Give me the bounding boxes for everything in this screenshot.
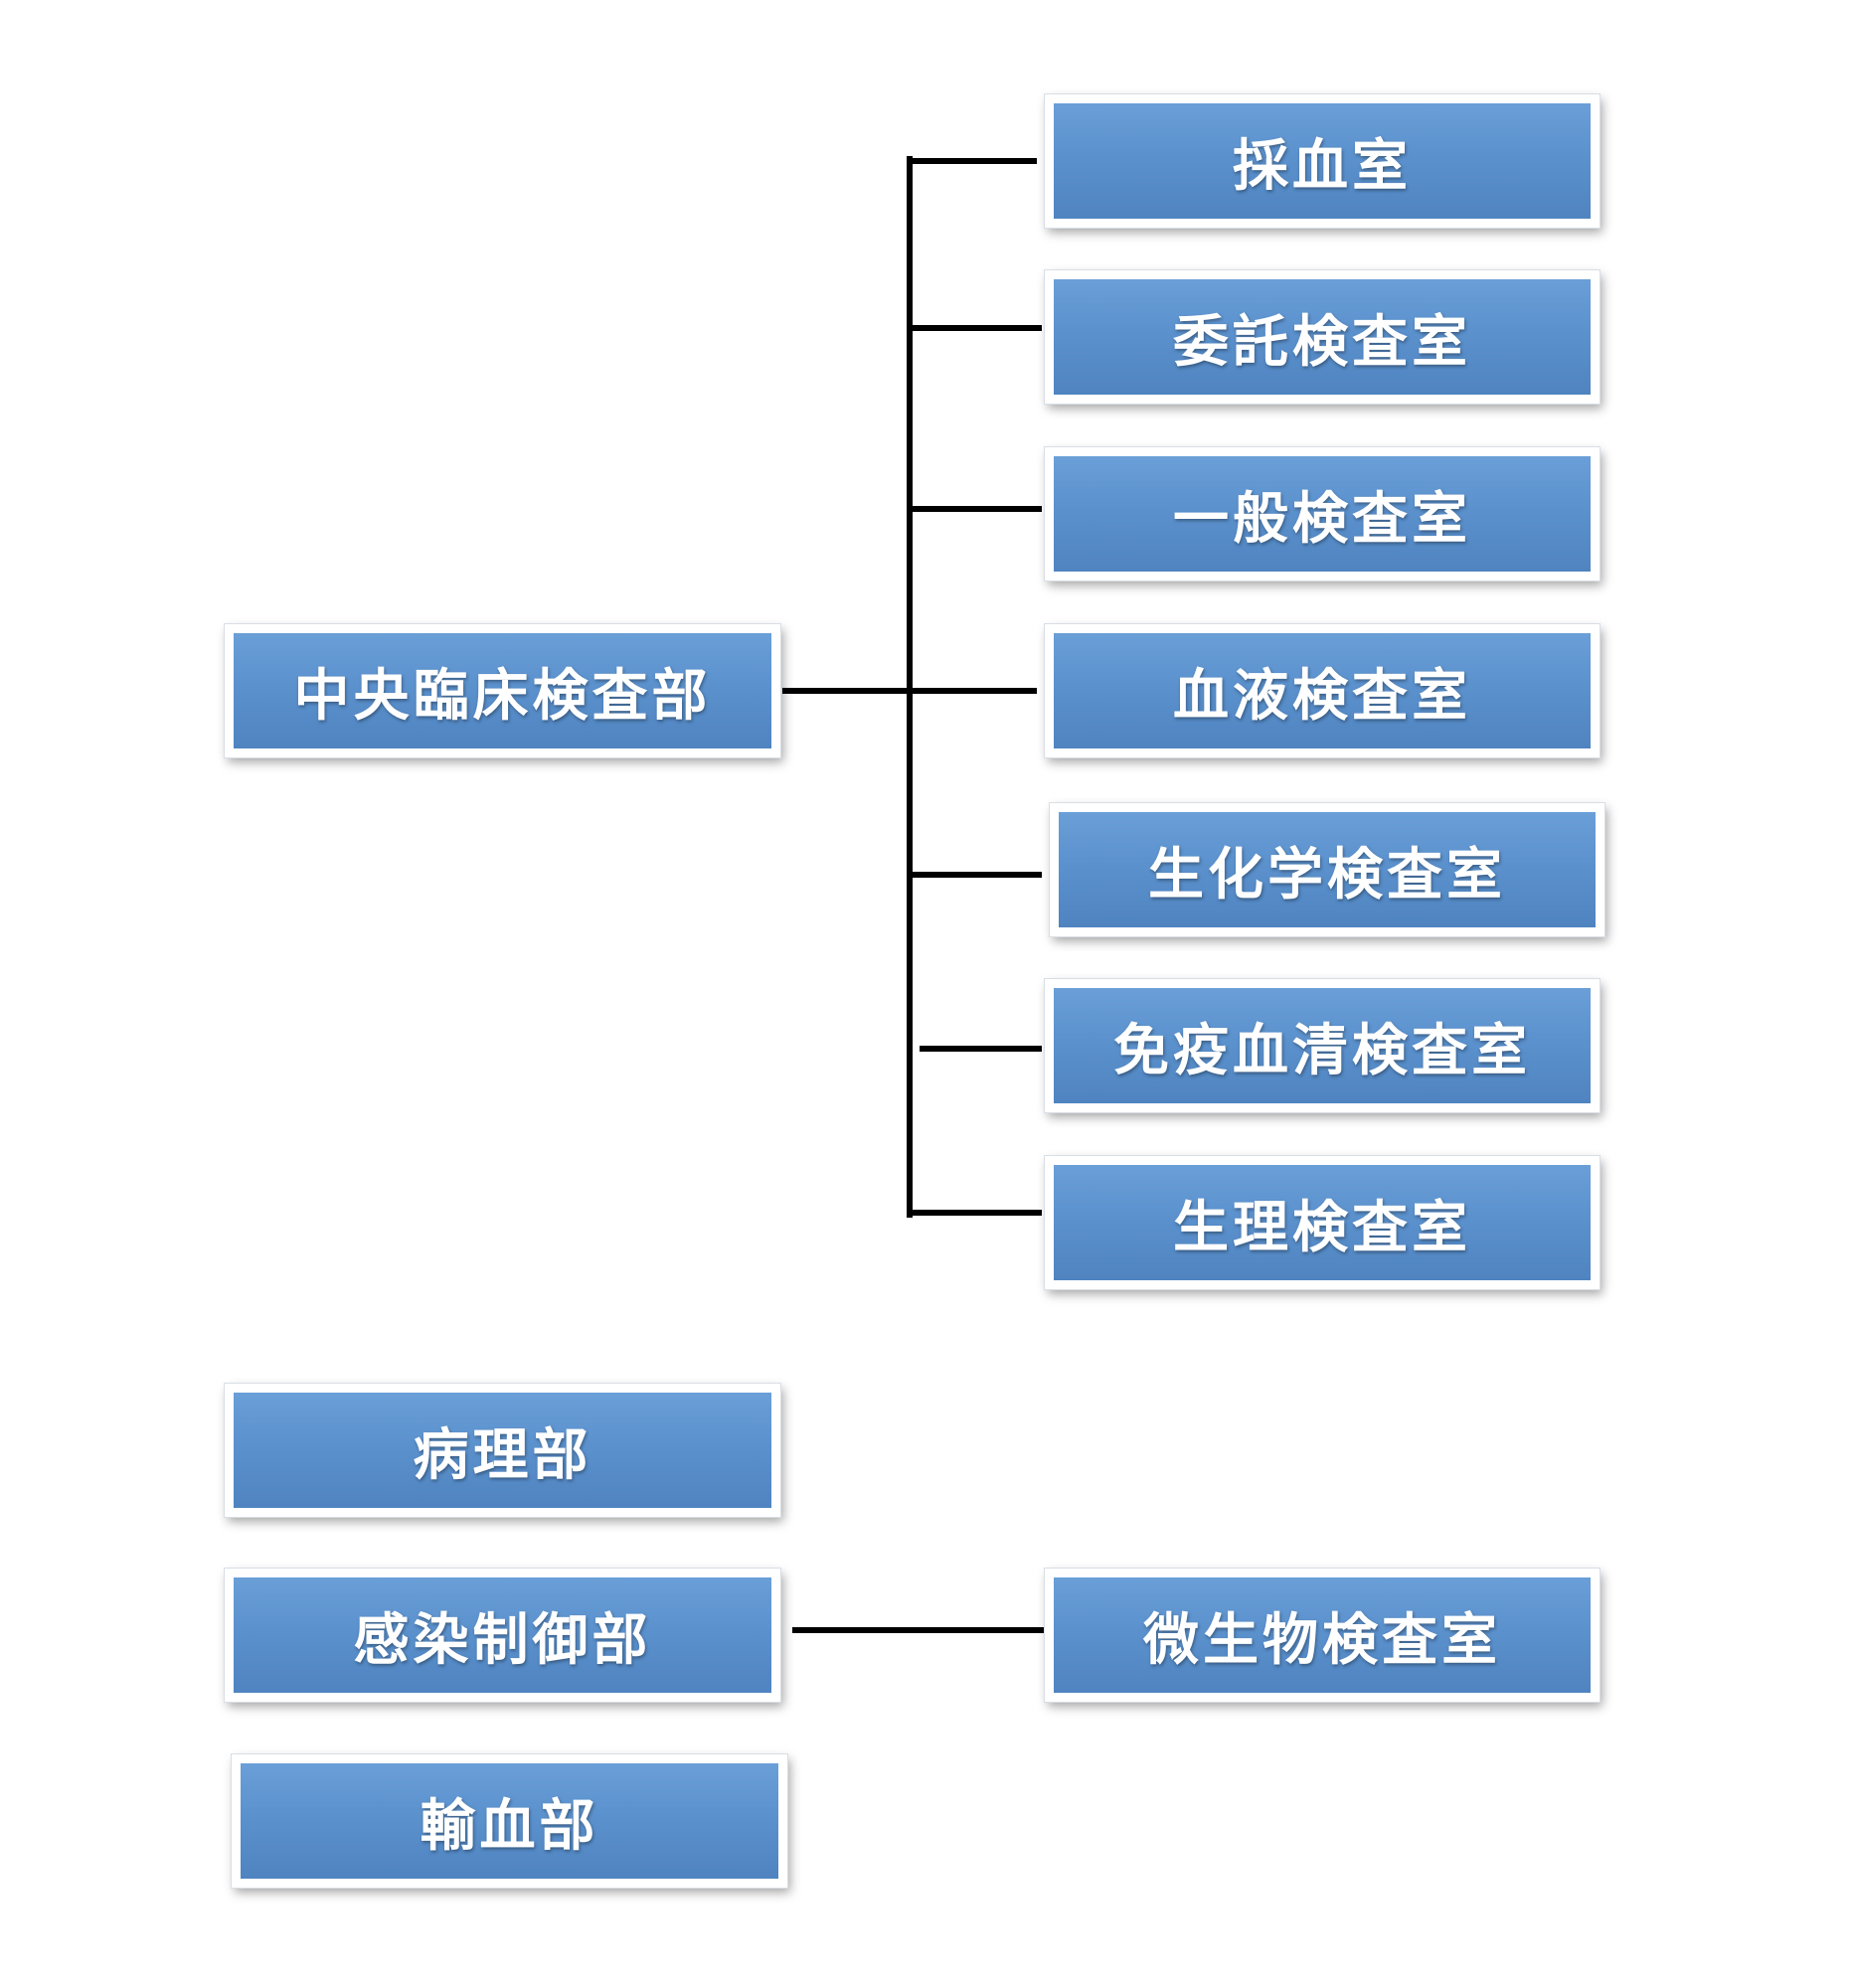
room-label: 委託検査室 [1173,309,1471,375]
department-label: 病理部 [413,1422,592,1488]
department-label: 輸血部 [420,1793,599,1859]
room-label: 一般検査室 [1173,486,1471,552]
department-blood-transfusion: 輸血部 [232,1754,787,1888]
room-immunoserology: 免疫血清検査室 [1045,979,1600,1112]
room-hematology: 血液検査室 [1045,624,1600,757]
room-label: 生化学検査室 [1148,842,1506,908]
room-label: 微生物検査室 [1143,1607,1501,1673]
room-microbiology: 微生物検査室 [1045,1569,1600,1702]
room-physiology: 生理検査室 [1045,1156,1600,1289]
department-infection-control: 感染制御部 [225,1569,780,1702]
room-label: 生理検査室 [1173,1195,1471,1260]
room-biochemistry: 生化学検査室 [1050,803,1604,936]
department-label: 感染制御部 [353,1607,652,1673]
room-label: 血液検査室 [1173,663,1471,729]
department-label: 中央臨床検査部 [293,663,712,729]
room-outsourced-testing: 委託検査室 [1045,270,1600,404]
room-label: 免疫血清検査室 [1113,1018,1531,1083]
department-central-clinical-lab: 中央臨床検査部 [225,624,780,757]
room-label: 採血室 [1233,133,1412,199]
room-general-testing: 一般検査室 [1045,447,1600,580]
department-pathology: 病理部 [225,1384,780,1517]
room-blood-collection: 採血室 [1045,94,1600,228]
